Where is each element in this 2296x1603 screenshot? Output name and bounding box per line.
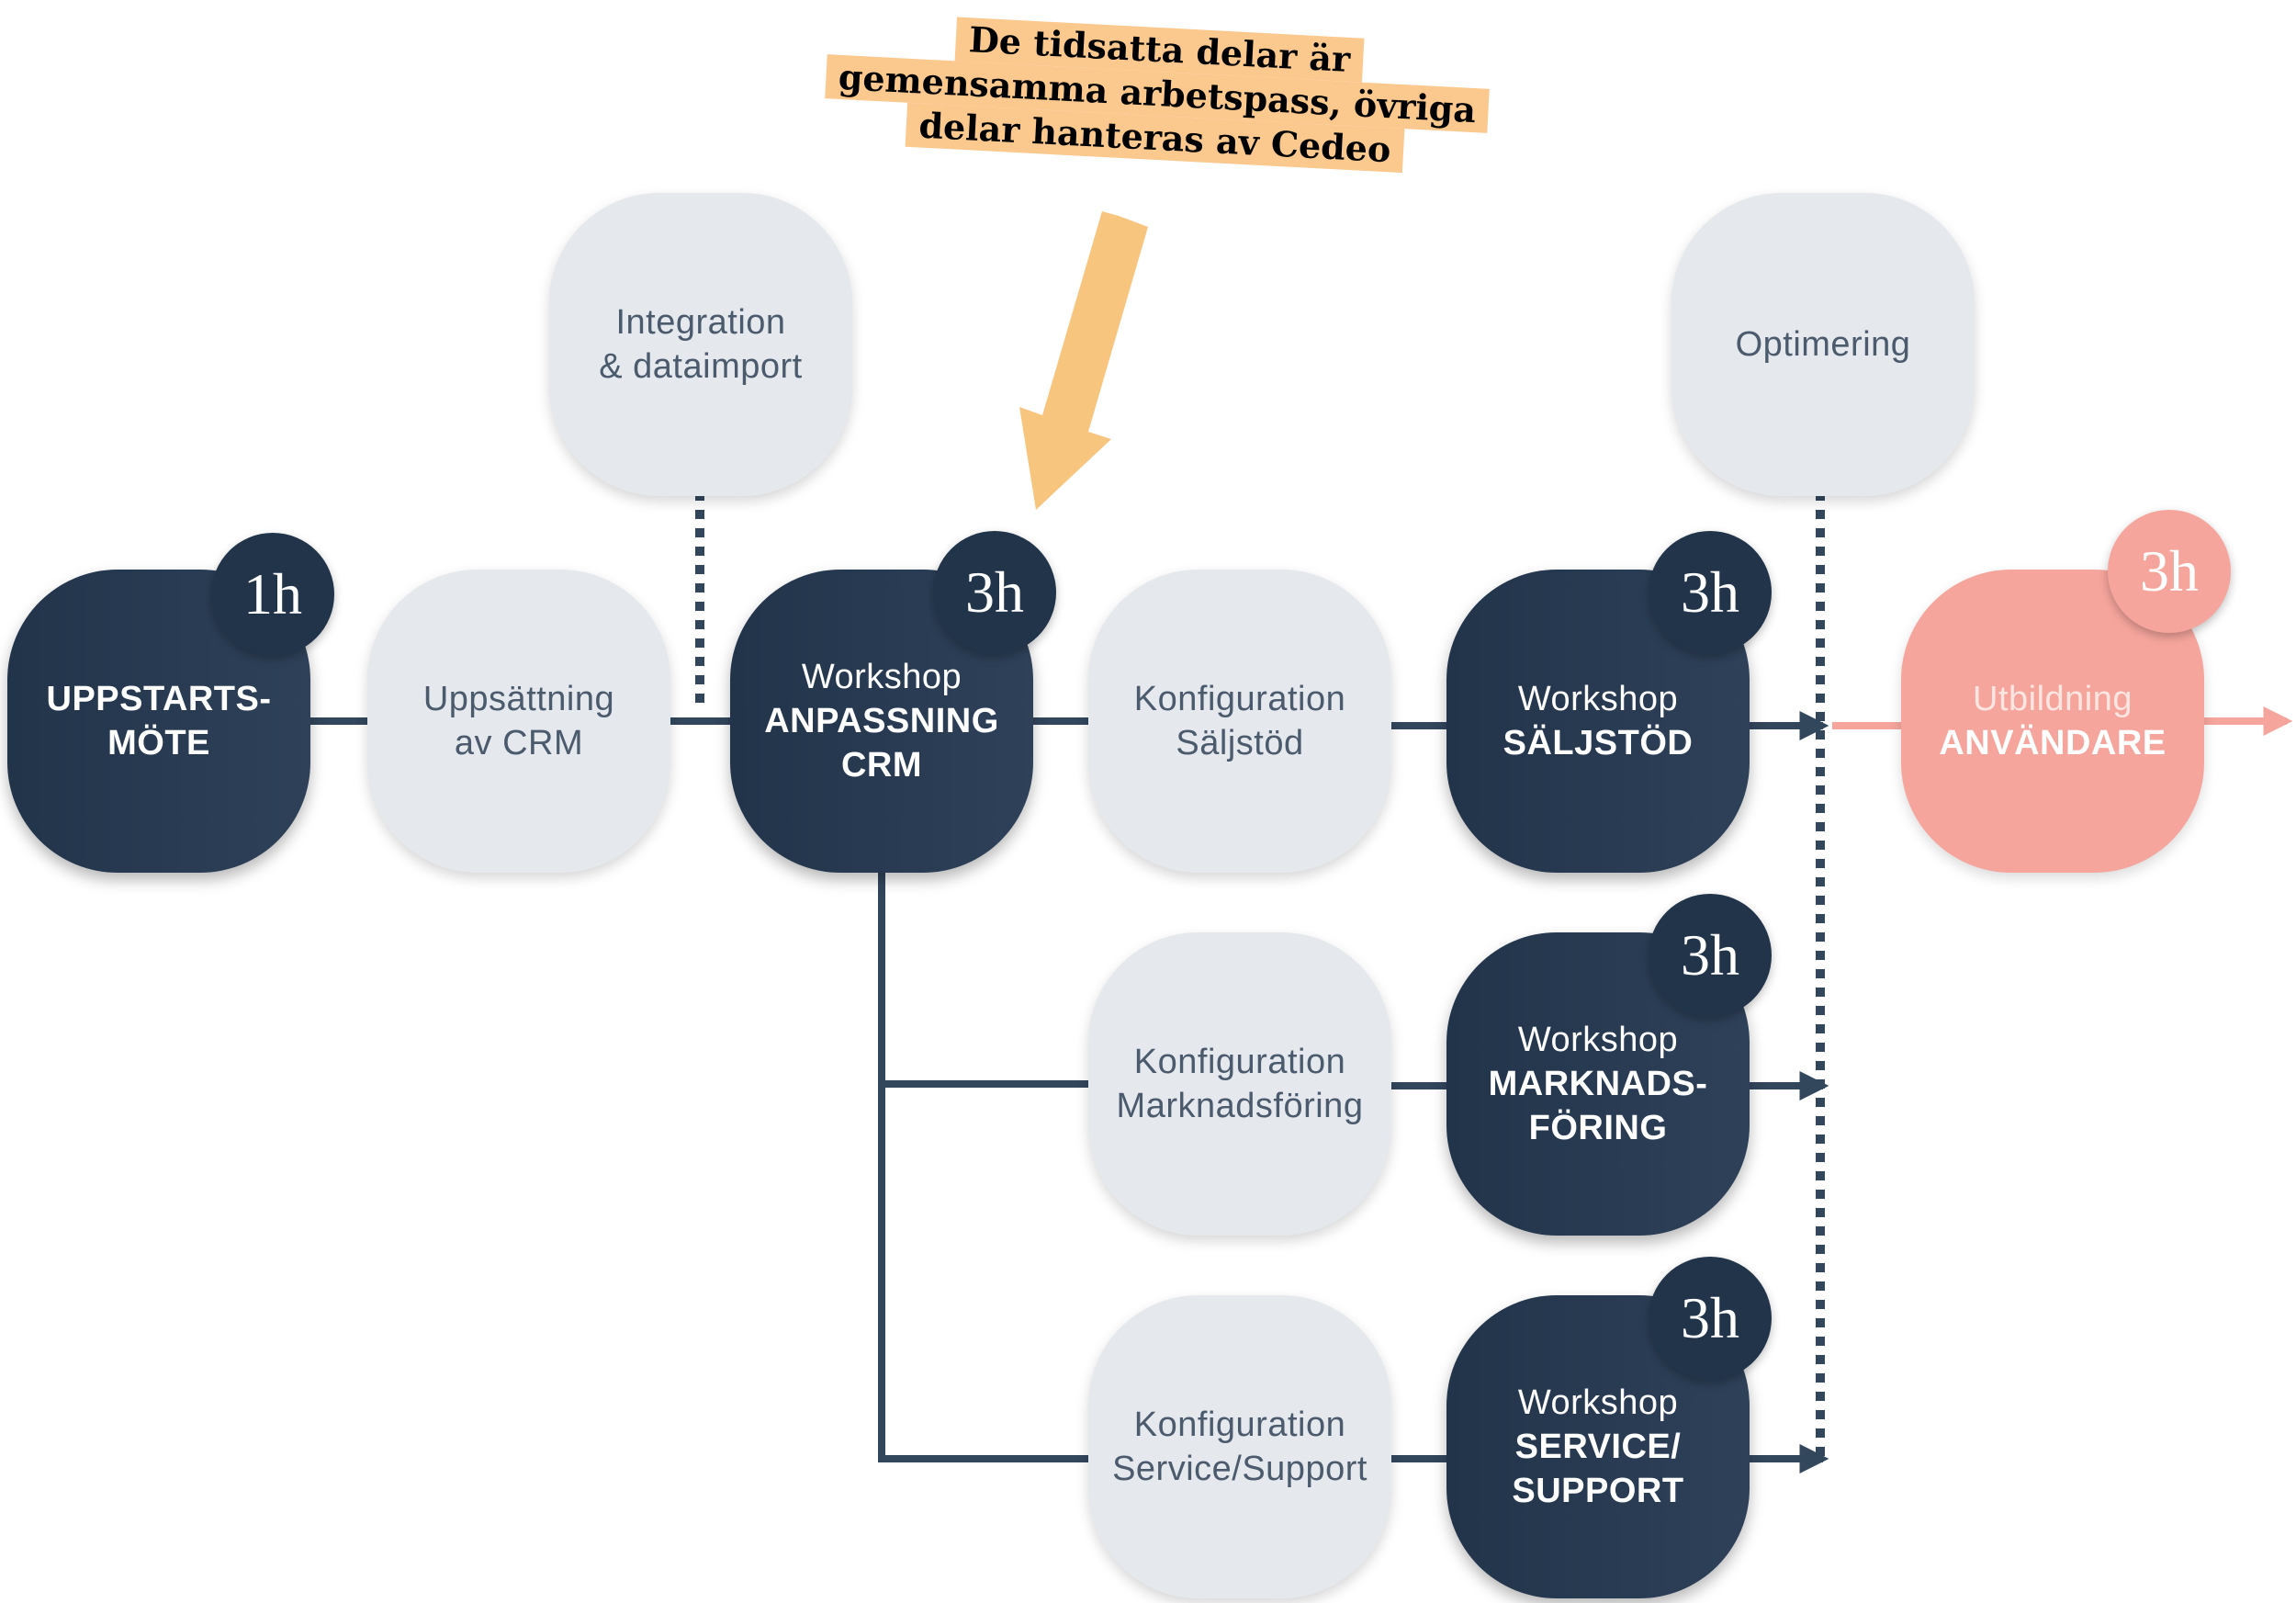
badge-workshop-anpassning: 3h: [933, 531, 1056, 654]
node-konfiguration-saljstod-line-1: Konfiguration: [1133, 680, 1346, 718]
node-workshop-anpassning-title-2: CRM: [840, 746, 923, 785]
node-konfiguration-saljstod-line-2: Säljstöd: [1176, 724, 1304, 762]
node-optimering: Optimering: [1671, 193, 1975, 496]
node-workshop-saljstod: Workshop SÄLJSTÖD: [1446, 570, 1750, 873]
node-workshop-marknad-title-2: FÖRING: [1528, 1109, 1668, 1147]
node-utbildning-title: ANVÄNDARE: [1939, 724, 2167, 762]
node-konfiguration-marknad-line-1: Konfiguration: [1133, 1043, 1346, 1081]
node-konfiguration-service-line-2: Service/Support: [1112, 1450, 1367, 1488]
node-integration-line-2: & dataimport: [599, 347, 803, 386]
node-workshop-service-title-1: SERVICE/: [1514, 1428, 1682, 1466]
badge-uppstartsmote: 1h: [211, 533, 334, 656]
node-konfiguration-service: Konfiguration Service/Support: [1088, 1295, 1391, 1598]
node-integration: Integration & dataimport: [549, 193, 852, 496]
node-uppstartsmote-title-1: UPPSTARTS-: [46, 680, 272, 718]
badge-utbildning: 3h: [2108, 510, 2231, 633]
node-integration-line-1: Integration: [615, 303, 786, 342]
node-konfiguration-marknad-line-2: Marknadsföring: [1116, 1087, 1364, 1125]
node-uppstartsmote-title-2: MÖTE: [107, 724, 210, 762]
node-optimering-line-1: Optimering: [1735, 325, 1911, 364]
badge-workshop-marknad: 3h: [1649, 894, 1772, 1017]
callout-arrow: [1019, 211, 1148, 510]
node-workshop-marknad-label: Workshop: [1517, 1021, 1679, 1059]
node-uppsattning: Uppsättning av CRM: [367, 570, 670, 873]
node-workshop-anpassning-label: Workshop: [801, 658, 962, 696]
node-konfiguration-saljstod: Konfiguration Säljstöd: [1088, 570, 1391, 873]
node-konfiguration-service-line-1: Konfiguration: [1133, 1405, 1346, 1444]
node-utbildning-label: Utbildning: [1973, 680, 2133, 718]
node-uppsattning-line-2: av CRM: [454, 724, 584, 762]
badge-workshop-service: 3h: [1649, 1257, 1772, 1380]
node-workshop-service-title-2: SUPPORT: [1512, 1472, 1684, 1510]
badge-workshop-saljstod: 3h: [1649, 531, 1772, 654]
node-workshop-marknad-title-1: MARKNADS-: [1488, 1065, 1708, 1103]
node-uppsattning-line-1: Uppsättning: [422, 680, 615, 718]
node-workshop-saljstod-label: Workshop: [1517, 680, 1679, 718]
node-workshop-anpassning-title-1: ANPASSNING: [764, 702, 999, 740]
node-workshop-service-label: Workshop: [1517, 1383, 1679, 1422]
node-konfiguration-marknad: Konfiguration Marknadsföring: [1088, 932, 1391, 1236]
node-workshop-saljstod-title: SÄLJSTÖD: [1503, 724, 1694, 762]
